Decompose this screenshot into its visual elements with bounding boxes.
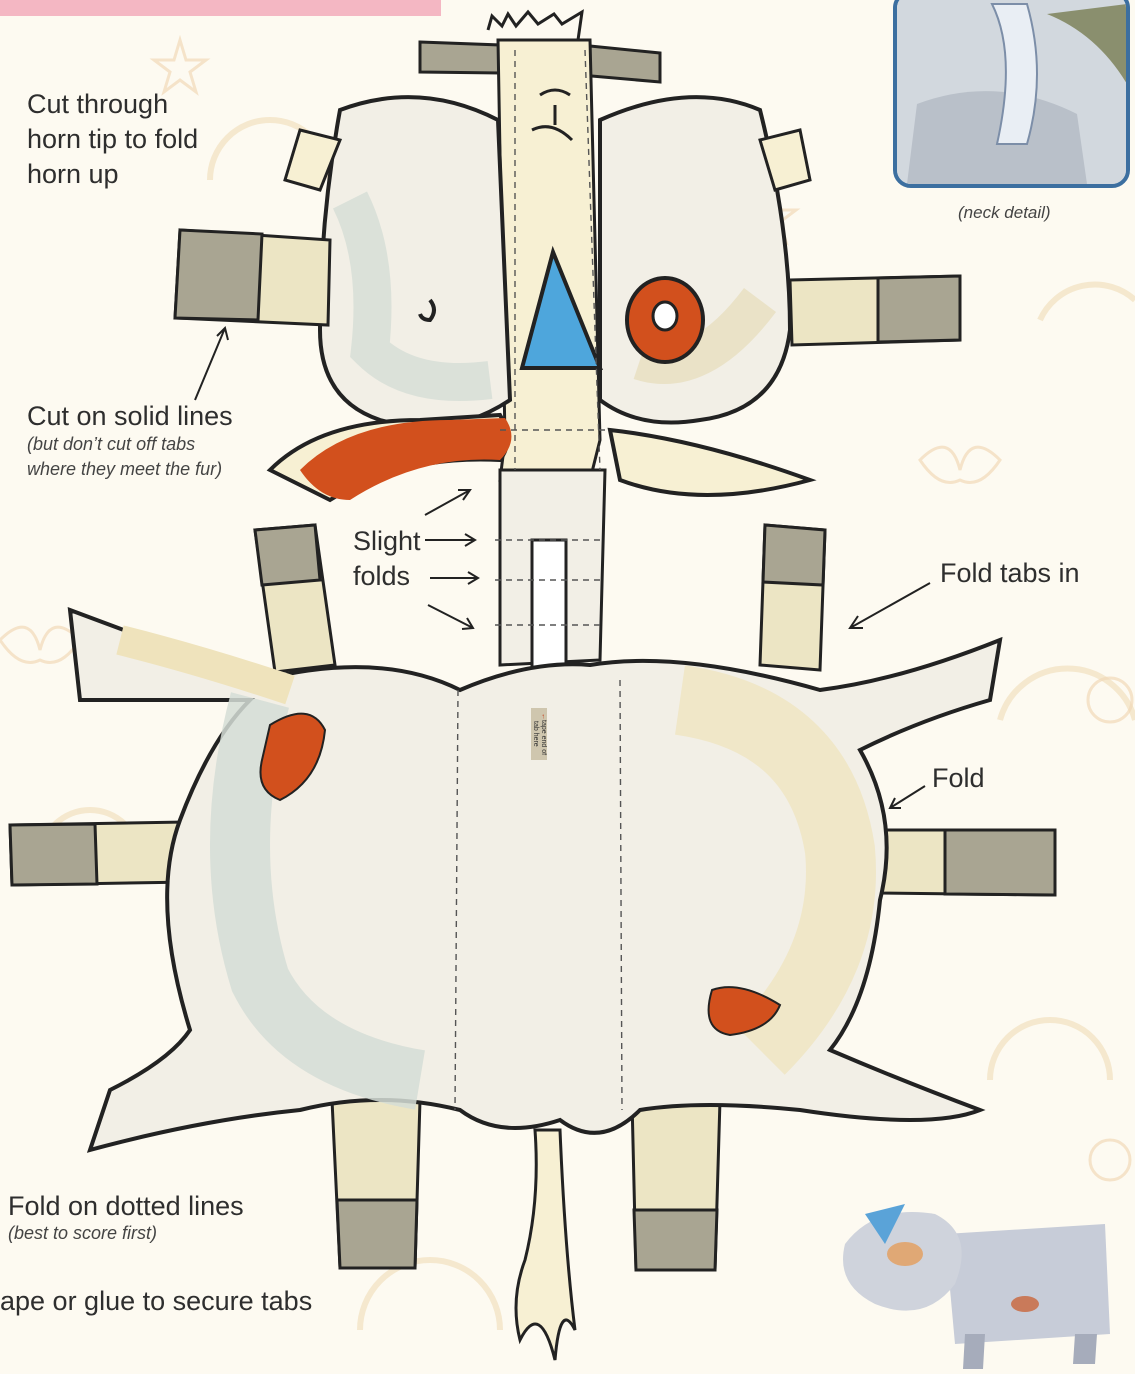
head-tab-right-dark bbox=[878, 276, 960, 342]
right-eye bbox=[653, 302, 677, 330]
neck-tab-left bbox=[420, 42, 500, 73]
ear-right bbox=[610, 430, 810, 495]
label-fold-dotted-note: (best to score first) bbox=[8, 1223, 157, 1245]
label-tape-glue: ape or glue to secure tabs bbox=[0, 1285, 312, 1317]
ear-left-patch bbox=[300, 418, 511, 500]
neck-detail-illustration bbox=[897, 0, 1130, 188]
neck-detail-caption: (neck detail) bbox=[958, 203, 1051, 223]
body-tab-top-right-dark bbox=[763, 525, 825, 585]
label-cut-horn-line1: Cut through bbox=[27, 88, 168, 120]
tape-note: ←tape end of tab here bbox=[531, 708, 547, 760]
neck-detail-photo bbox=[893, 0, 1130, 188]
label-cut-horn-line2: horn tip to fold bbox=[27, 123, 198, 155]
label-slight: Slight bbox=[353, 525, 421, 557]
arrow-fold bbox=[890, 786, 925, 808]
label-fold: Fold bbox=[932, 762, 985, 794]
label-cut-solid-note2: where they meet the fur) bbox=[27, 459, 222, 481]
body-tab-left-dark bbox=[10, 824, 97, 885]
label-folds: folds bbox=[353, 560, 410, 592]
tape-note-arrow-icon: ← bbox=[540, 713, 547, 720]
body-tab-top-left-dark bbox=[255, 525, 320, 585]
arrow-slight-2 bbox=[425, 534, 475, 546]
arrow-cut-solid bbox=[195, 328, 228, 400]
label-fold-dotted: Fold on dotted lines bbox=[8, 1190, 244, 1222]
body-tab-right-dark bbox=[945, 830, 1055, 895]
mane-tuft-top bbox=[488, 12, 582, 40]
arrow-slight-1 bbox=[425, 490, 470, 515]
body-tab-bottom-right-dark bbox=[634, 1210, 717, 1270]
label-cut-solid-note1: (but don’t cut off tabs bbox=[27, 434, 195, 456]
label-fold-tabs-in: Fold tabs in bbox=[940, 557, 1080, 589]
body-tab-bottom-left-dark bbox=[337, 1200, 417, 1268]
label-cut-solid: Cut on solid lines bbox=[27, 400, 233, 432]
arrow-fold-tabs bbox=[850, 583, 930, 628]
finished-unicorn-photo bbox=[835, 1184, 1135, 1374]
head-tab-left-dark bbox=[175, 230, 262, 320]
label-cut-horn-line3: horn up bbox=[27, 158, 119, 190]
arrow-slight-3 bbox=[430, 572, 478, 584]
tail bbox=[516, 1130, 575, 1360]
tape-note-line1: tape end bbox=[540, 720, 547, 747]
arrow-slight-4 bbox=[428, 605, 473, 629]
